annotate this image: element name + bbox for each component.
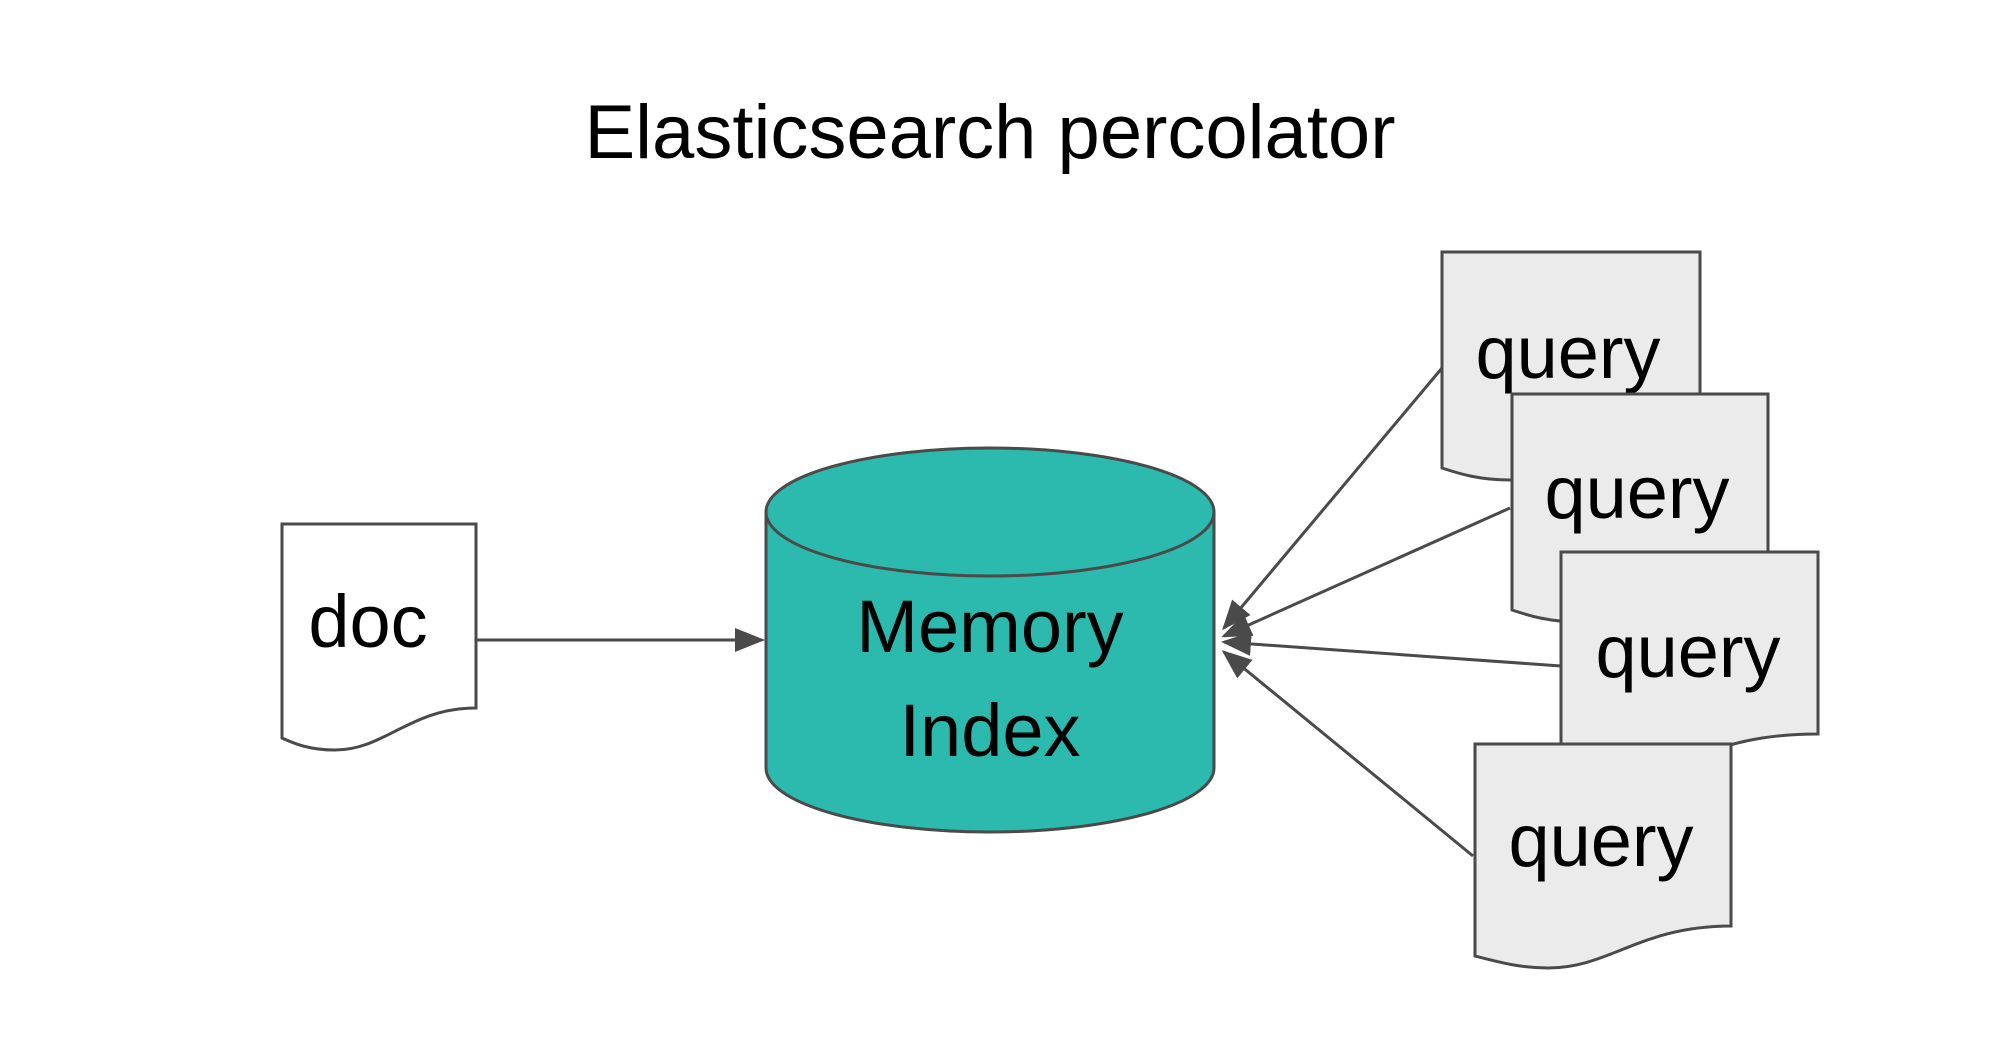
query-label-1: query xyxy=(1475,311,1660,394)
cylinder-body xyxy=(764,512,1216,834)
diagram-title: Elasticsearch percolator xyxy=(584,90,1395,175)
doc-node: doc xyxy=(280,522,478,752)
query-shape-4 xyxy=(1473,742,1733,970)
doc-shape xyxy=(280,522,478,752)
index-label-line1: Memory xyxy=(856,585,1123,668)
query-label-3: query xyxy=(1595,610,1780,693)
query-node-3: query xyxy=(1559,550,1820,760)
edges xyxy=(476,367,1562,858)
query-label-4: query xyxy=(1508,799,1693,882)
query-node-4: query xyxy=(1473,742,1733,970)
edge-query-4-to-index xyxy=(1221,650,1474,858)
query-label-2: query xyxy=(1544,451,1729,534)
doc-label: doc xyxy=(308,580,427,663)
index-label-line2: Index xyxy=(899,689,1080,772)
memory-index-node: Memory Index xyxy=(764,446,1216,834)
edge-query-3-to-index xyxy=(1221,631,1562,668)
cylinder-top xyxy=(764,446,1216,578)
edge-query-1-to-index xyxy=(1222,367,1444,631)
edge-query-2-to-index xyxy=(1221,506,1511,638)
